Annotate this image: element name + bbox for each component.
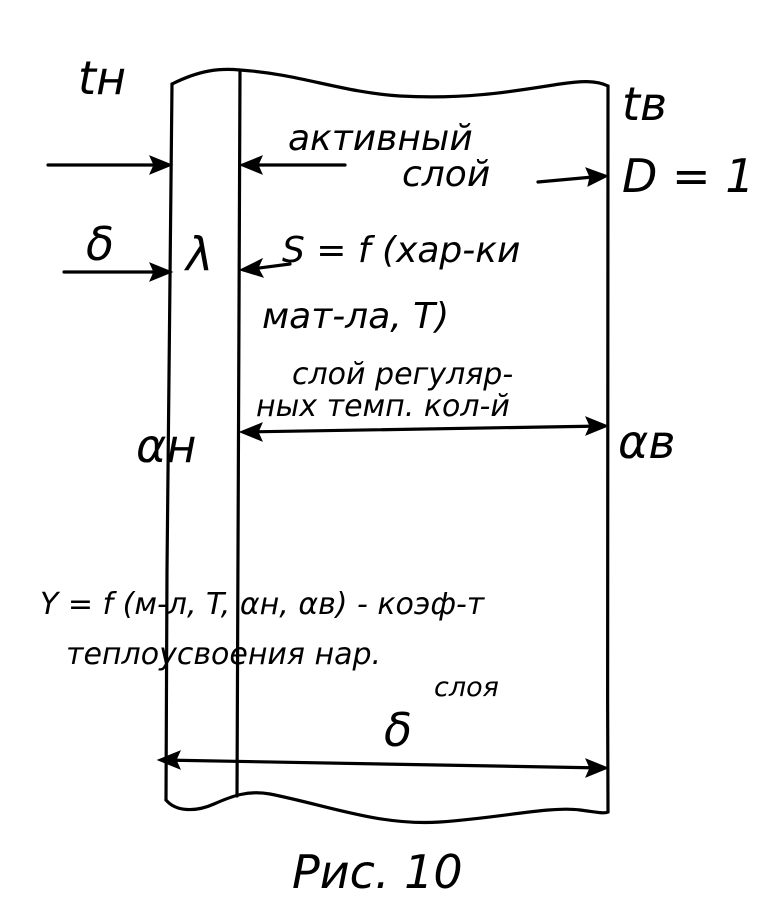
label-y-line-1: Y = f (м-л, T, αн, αв) - коэф-т bbox=[40, 587, 486, 622]
wall-outer-line bbox=[164, 82, 174, 802]
d-arrow-head bbox=[585, 167, 610, 187]
label-y-line-3: слоя bbox=[434, 672, 499, 703]
active-arrow-right-head bbox=[238, 155, 263, 175]
active-layer-boundary bbox=[235, 68, 242, 798]
thickness-arrow-shaft bbox=[160, 758, 606, 770]
label-alpha-outer: αн bbox=[136, 419, 196, 473]
label-t-outer: tн bbox=[78, 51, 126, 105]
label-s-line-2: мат-ла, T) bbox=[262, 296, 449, 337]
wall-top-edge bbox=[170, 67, 610, 99]
delta-arrow-head bbox=[149, 262, 174, 282]
figure-caption: Рис. 10 bbox=[292, 845, 463, 899]
wall-inner-line bbox=[605, 84, 610, 814]
label-active-layer-2: слой bbox=[402, 154, 490, 195]
label-s-line-1: S = f (хар-ки bbox=[282, 230, 520, 271]
lambda-arrow-head bbox=[238, 257, 265, 278]
regular-layer-arrow-left-head bbox=[238, 422, 263, 442]
wall-bottom-edge bbox=[164, 791, 610, 825]
label-regular-2: ных темп. кол-й bbox=[256, 389, 510, 424]
labels: tн tв активный слой D = 1 δ λ S = f (хар… bbox=[40, 51, 754, 899]
label-delta-bottom: δ bbox=[384, 703, 412, 757]
label-t-inner: tв bbox=[622, 77, 667, 131]
label-alpha-inner: αв bbox=[618, 415, 675, 469]
regular-layer-arrow-right-head bbox=[585, 416, 610, 436]
regular-layer-arrow-shaft bbox=[242, 424, 606, 434]
thickness-arrow-left-head bbox=[156, 750, 181, 770]
label-active-layer-1: активный bbox=[288, 118, 473, 159]
label-y-line-2: теплоусвоения нар. bbox=[66, 637, 381, 672]
thickness-arrow-right-head bbox=[585, 758, 610, 778]
label-d-equals-1: D = 1 bbox=[622, 149, 754, 203]
arrows bbox=[46, 155, 610, 778]
label-delta-left: δ bbox=[86, 217, 114, 271]
label-lambda: λ bbox=[183, 227, 213, 281]
wall-outline bbox=[164, 67, 610, 825]
active-arrow-left-head bbox=[149, 155, 174, 175]
label-regular-1: слой регуляр- bbox=[292, 357, 513, 392]
